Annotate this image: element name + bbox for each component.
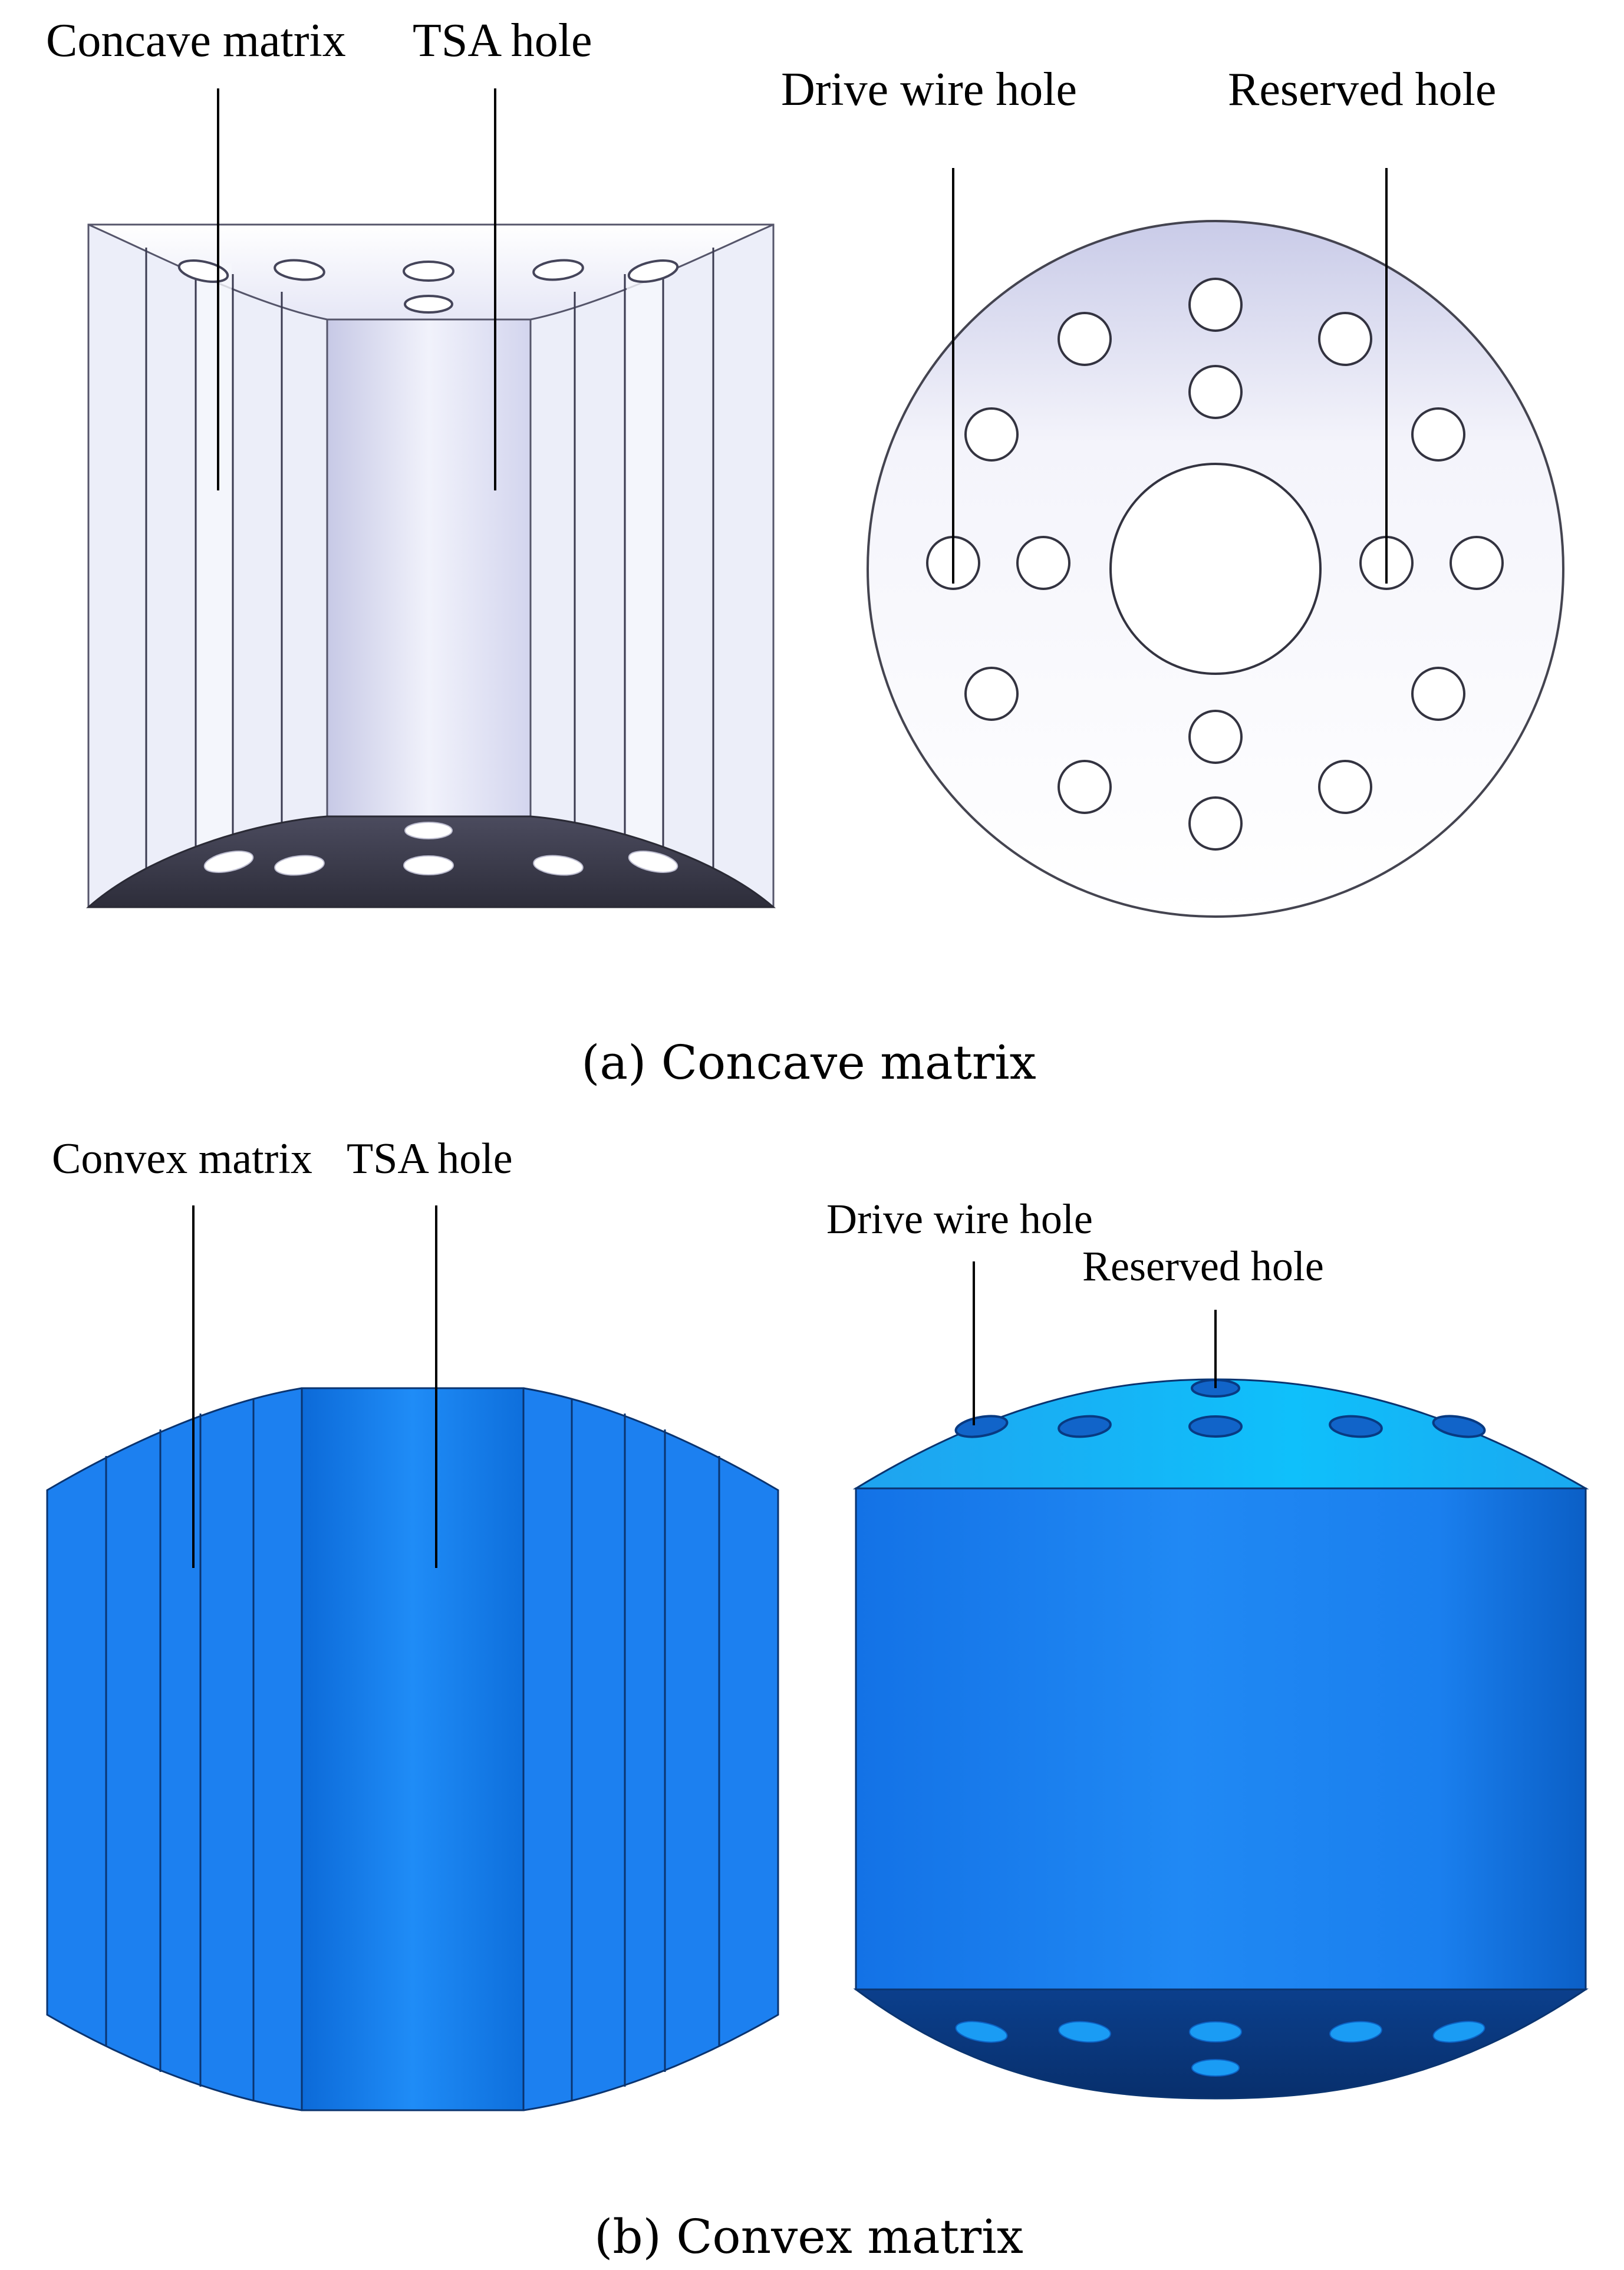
label-reserved-hole-a: Reserved hole xyxy=(1228,64,1496,116)
disc-holes xyxy=(926,278,1504,851)
label-concave-tsa-hole: TSA hole xyxy=(413,15,592,67)
concave-grooves-left xyxy=(145,248,283,881)
label-drive-wire-hole-b: Drive wire hole xyxy=(826,1195,1093,1243)
label-convex-matrix: Convex matrix xyxy=(52,1135,312,1183)
concave-top-view: Drive wire hole Reserved hole xyxy=(781,64,1564,918)
convex-grooves xyxy=(105,1398,720,2101)
convex-bottom-holes xyxy=(955,2021,1485,2077)
convex-tsa-channel xyxy=(301,1387,525,2111)
label-convex-tsa-hole: TSA hole xyxy=(347,1135,513,1183)
concave-tsa-channel xyxy=(326,318,532,818)
concave-top-holes xyxy=(177,259,679,314)
caption-a: (a) Concave matrix xyxy=(581,1035,1036,1090)
convex-side-view: Convex matrix TSA hole xyxy=(46,1135,779,2111)
label-concave-matrix: Concave matrix xyxy=(46,15,346,67)
convex-iso-view: Drive wire hole Reserved hole xyxy=(826,1195,1589,2100)
label-reserved-hole-b: Reserved hole xyxy=(1082,1243,1324,1290)
label-drive-wire-hole-a: Drive wire hole xyxy=(781,64,1077,116)
concave-bottom-holes xyxy=(203,822,678,876)
caption-b: (b) Convex matrix xyxy=(594,2209,1023,2264)
convex-bottom-face xyxy=(853,1988,1589,2100)
concave-center-hole xyxy=(1109,463,1322,675)
concave-grooves-right xyxy=(574,248,714,881)
convex-top-holes xyxy=(954,1379,1486,1438)
convex-cylinder-body xyxy=(855,1487,1587,1991)
concave-side-view: Concave matrix TSA hole xyxy=(46,15,776,908)
